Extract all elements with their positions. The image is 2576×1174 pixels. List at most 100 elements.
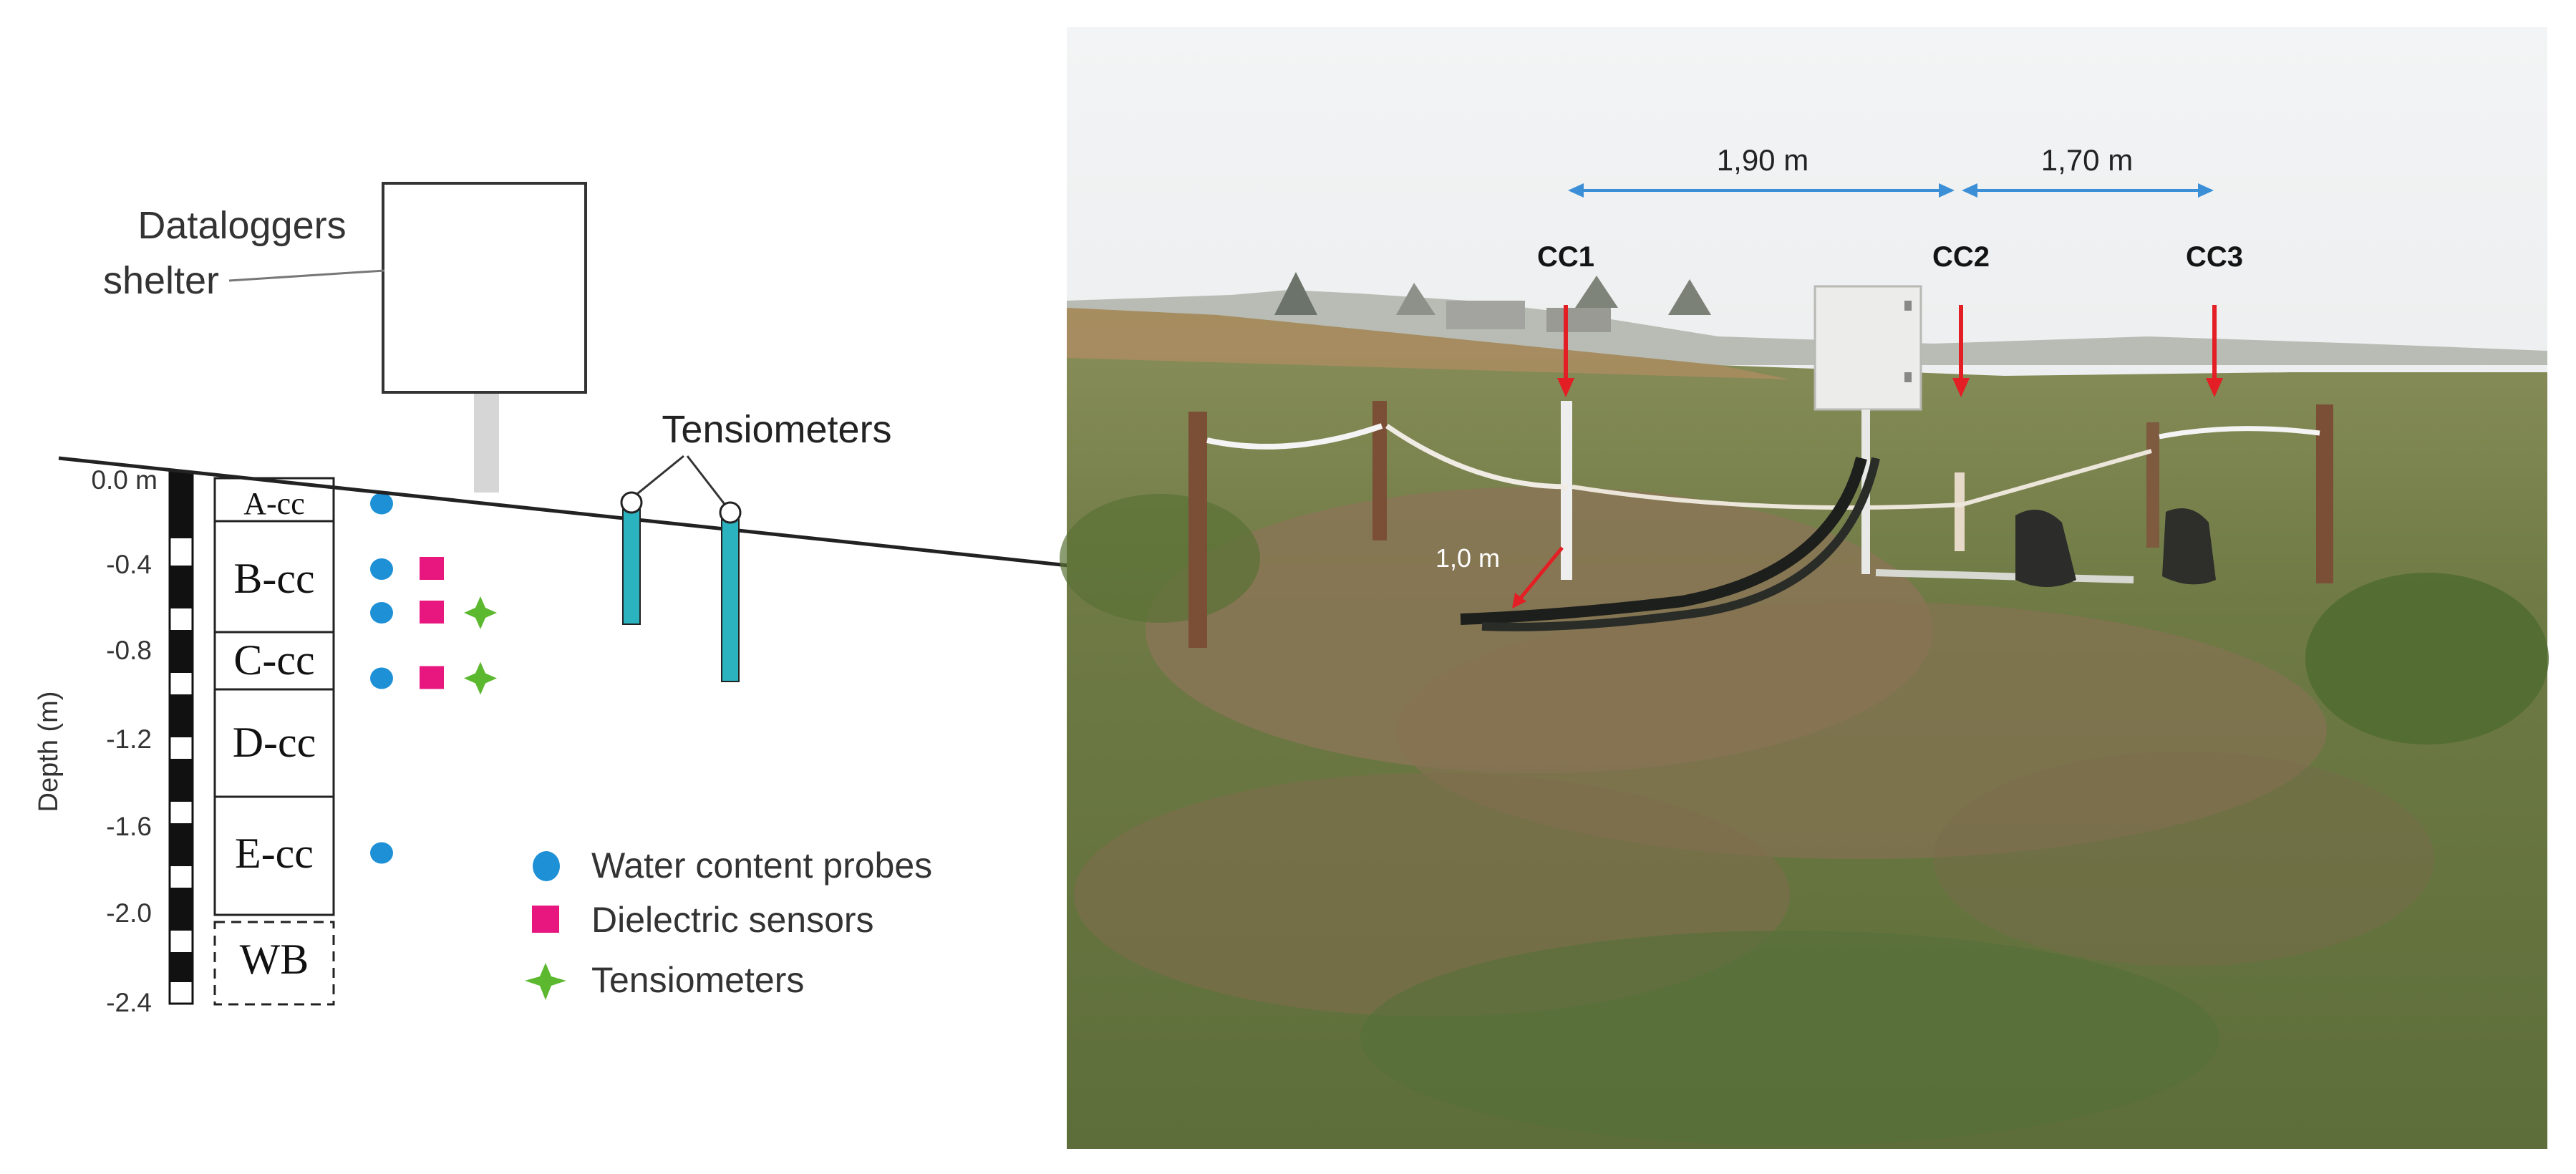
depth-ruler-black-segment bbox=[170, 888, 193, 931]
shelter-label-line1: Dataloggers bbox=[137, 204, 346, 247]
water-content-probe-marker bbox=[370, 493, 393, 515]
tensiometer-tubes bbox=[620, 455, 742, 682]
tensiometer-cap bbox=[620, 491, 643, 514]
horizon-label-e: E-cc bbox=[235, 830, 314, 877]
legend-label-tensiometers: Tensiometers bbox=[591, 960, 804, 1000]
distant-tree bbox=[1274, 272, 1317, 315]
horizon-label-d: D-cc bbox=[233, 719, 316, 766]
horizon-label-c: C-cc bbox=[233, 636, 314, 684]
covered-sensor-bag bbox=[2162, 508, 2216, 585]
horizon-box-wb bbox=[213, 921, 335, 1006]
fence-post bbox=[1188, 412, 1207, 648]
depth-ruler-black-segment bbox=[170, 952, 193, 982]
legend-marker-tensiometer bbox=[525, 963, 566, 1000]
distance-label-1m: 1,0 m bbox=[1435, 543, 1500, 573]
tensiometer-leader-line bbox=[629, 455, 684, 501]
marker-stake bbox=[1561, 401, 1572, 580]
dimension-lines bbox=[1568, 183, 2214, 198]
dimension-arrowhead bbox=[1568, 183, 1584, 198]
horizon-label-wb: WB bbox=[240, 936, 309, 983]
datalogger-shelter-box bbox=[382, 182, 587, 394]
vegetation-clump bbox=[1060, 494, 1260, 623]
depth-tick-label: -0.4 bbox=[106, 550, 152, 579]
cc3-arrow-head bbox=[2206, 378, 2223, 397]
measurement-point-labels: CC1 CC2 CC3 bbox=[1537, 241, 2243, 273]
datalogger-latch bbox=[1904, 372, 1912, 382]
datalogger-box bbox=[1814, 285, 1922, 411]
depth-tick-labels: 0.0 m -0.4 -0.8 -1.2 -1.6 -2.0 -2.4 bbox=[91, 465, 158, 1017]
fence-post bbox=[1372, 401, 1387, 540]
tensiometer-tube bbox=[721, 519, 740, 682]
horizon-box-b bbox=[213, 520, 335, 634]
fence-tape bbox=[1572, 485, 1962, 510]
fence-tape bbox=[1206, 423, 1383, 450]
point-label-cc1: CC1 bbox=[1537, 241, 1594, 273]
legend-label-water-content-probes: Water content probes bbox=[591, 845, 932, 886]
horizon-box-e bbox=[213, 795, 335, 916]
depth-ruler-black-segment bbox=[170, 630, 193, 673]
water-content-probe-marker bbox=[370, 842, 393, 864]
legend-marker-dielectric-sensor bbox=[532, 906, 559, 933]
legend: Water content probes Dielectric sensors … bbox=[525, 845, 932, 1000]
tensiometer-marker bbox=[464, 596, 497, 629]
cc2-arrow-head bbox=[1952, 378, 1970, 397]
dimension-arrowhead bbox=[1939, 183, 1955, 198]
point-label-cc3: CC3 bbox=[2186, 241, 2243, 273]
sensor-markers bbox=[370, 493, 497, 864]
sensor-cables bbox=[1481, 457, 1880, 631]
tensiometer-marker bbox=[464, 661, 497, 695]
datalogger-latch bbox=[1904, 301, 1912, 311]
tensiometer-tube bbox=[622, 509, 641, 625]
water-content-probe-marker bbox=[370, 602, 393, 624]
distant-house bbox=[1446, 301, 1525, 329]
sensor-cables bbox=[1460, 457, 1867, 625]
pvc-pipe bbox=[1875, 569, 2134, 583]
fence-tape bbox=[1385, 424, 1569, 490]
distance-1m-arrow bbox=[1516, 546, 1564, 603]
fence-tape bbox=[1961, 449, 2152, 507]
distant-tree bbox=[1668, 279, 1711, 315]
distance-label-cc1-cc2: 1,90 m bbox=[1717, 143, 1808, 177]
field-dry-band bbox=[1067, 308, 1790, 379]
shelter-label-line2: shelter bbox=[103, 259, 219, 302]
distant-tree bbox=[1575, 276, 1618, 308]
marker-stake bbox=[1955, 472, 1965, 551]
dielectric-sensor-marker bbox=[420, 666, 444, 689]
tensiometers-label: Tensiometers bbox=[662, 408, 891, 451]
legend-label-dielectric-sensors: Dielectric sensors bbox=[591, 900, 874, 940]
horizon-label-b: B-cc bbox=[233, 555, 314, 602]
horizon-box-c bbox=[213, 631, 335, 691]
ground-surface-line bbox=[58, 456, 1069, 568]
dielectric-sensor-marker bbox=[420, 601, 444, 624]
horizon-label-a: A-cc bbox=[243, 486, 305, 521]
water-content-probe-marker bbox=[370, 558, 393, 580]
depth-tick-label: 0.0 m bbox=[91, 465, 158, 495]
fence-post bbox=[2146, 422, 2159, 548]
point-label-cc2: CC2 bbox=[1932, 241, 1990, 273]
depth-ruler-black-segment bbox=[170, 694, 193, 737]
depth-axis-label: Depth (m) bbox=[34, 692, 64, 812]
depth-tick-label: -0.8 bbox=[106, 636, 152, 665]
dimension-arrowhead bbox=[1962, 183, 1977, 198]
depth-tick-label: -2.4 bbox=[106, 988, 152, 1017]
vegetation-clump bbox=[1360, 931, 2219, 1145]
legend-marker-water-content-probe bbox=[533, 851, 560, 881]
dielectric-sensor-marker bbox=[420, 557, 444, 580]
bare-soil-patch bbox=[1933, 752, 2434, 966]
depth-ruler-black-segment bbox=[170, 759, 193, 802]
covered-sensor-bag bbox=[2015, 510, 2076, 587]
soil-profile-diagram: 0.0 m -0.4 -0.8 -1.2 -1.6 -2.0 -2.4 Dept… bbox=[34, 182, 1069, 1017]
tensiometer-leader-line bbox=[686, 455, 730, 510]
soil-horizons bbox=[213, 477, 335, 1006]
vegetation-clump bbox=[2305, 573, 2549, 744]
depth-ruler-black-segment bbox=[170, 823, 193, 866]
distant-house bbox=[1546, 308, 1611, 332]
depth-ruler bbox=[168, 471, 194, 1005]
horizon-labels: A-cc B-cc C-cc D-cc E-cc WB bbox=[233, 486, 316, 983]
depth-ruler-black-segment bbox=[170, 566, 193, 608]
field-photo: CC1 CC2 CC3 1,90 m 1,70 m 1,0 m bbox=[1060, 27, 2549, 1149]
cc1-arrow-head bbox=[1557, 378, 1574, 397]
measurement-point-arrows bbox=[1512, 305, 2223, 608]
